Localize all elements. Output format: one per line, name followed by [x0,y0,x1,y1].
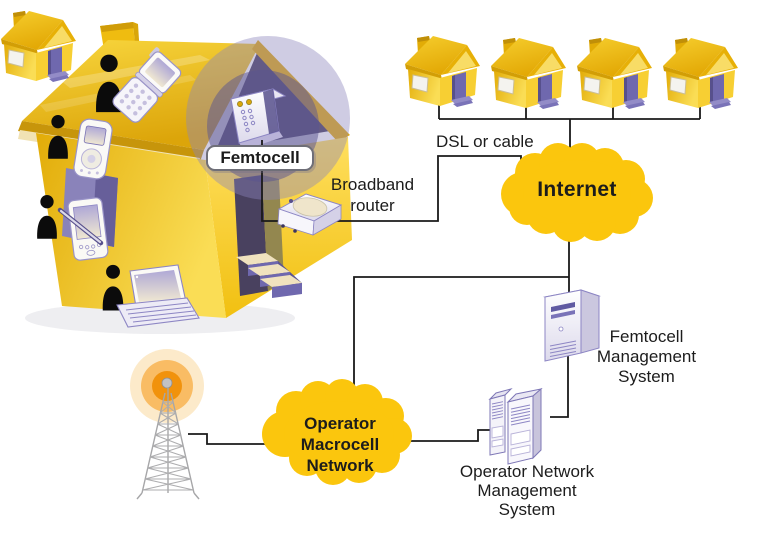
fms-server-icon [543,289,601,362]
femtocell-label: Femtocell [206,145,314,171]
neighbor-houses [1,11,739,110]
small-house-icon [662,37,739,110]
operator-network-management-system-label: Operator Network Management System [459,462,595,519]
broadband-router-label: Broadband router [330,175,415,215]
femtocell-device-icon [229,88,287,150]
internet-cloud-shape [501,143,653,242]
residents-and-devices [37,47,200,328]
laptop-icon [116,264,200,328]
nms-server-icon [488,387,543,465]
stylus-icon [57,207,104,246]
pda-icon [67,197,109,261]
small-house-icon [404,35,481,108]
macrocell-cloud-shape [262,379,412,485]
operator-macrocell-network-label: Operator Macrocell Network [300,414,380,475]
flip-phone-icon [112,47,182,123]
connection-lines [261,140,522,222]
small-house-icon [490,37,567,110]
femtocell-management-system-label: Femtocell Management System [596,327,697,386]
mobile-phone-icon [73,118,113,180]
internet-label: Internet [537,178,617,201]
person-icon [48,115,68,159]
person-icon [37,195,57,239]
small-house-icon [576,37,653,110]
dsl-or-cable-label: DSL or cable [436,132,534,151]
stairs [236,253,302,298]
broadband-router-icon [277,193,343,236]
cell-tower-icon [130,349,204,500]
